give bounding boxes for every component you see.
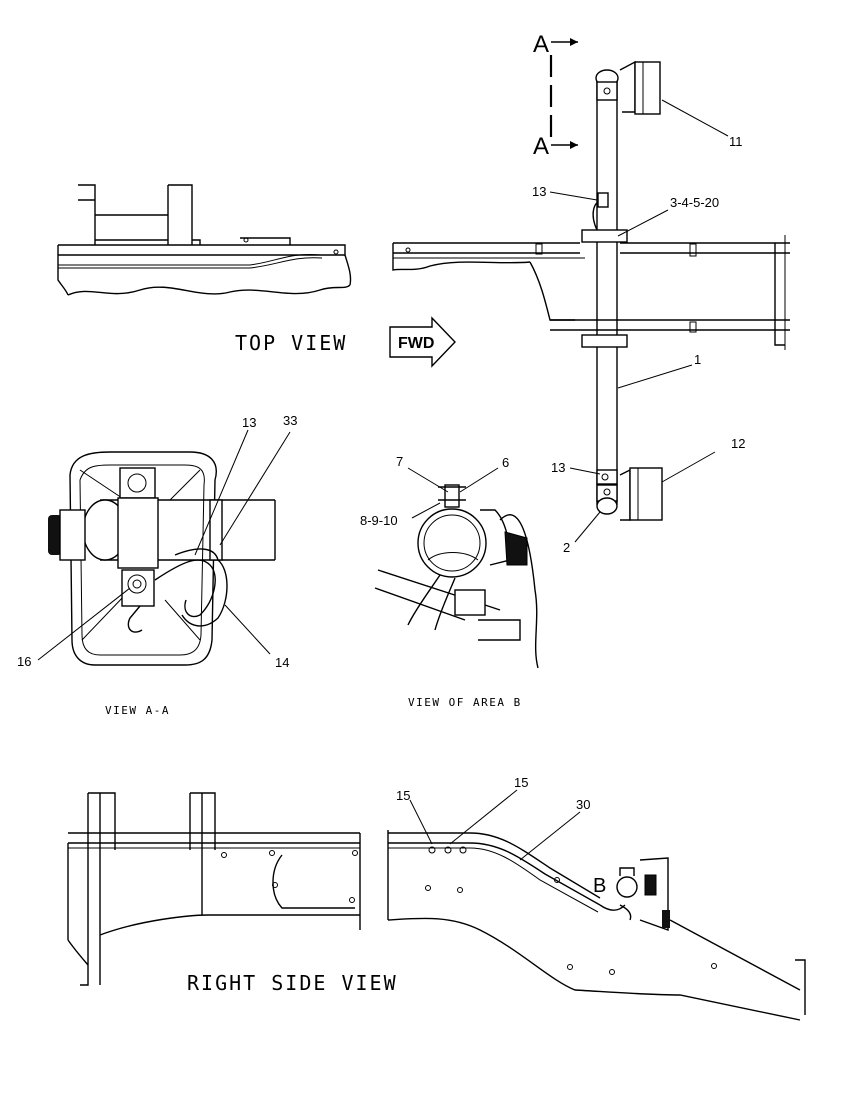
top-view-right-drawing xyxy=(392,38,790,521)
right-side-view-left-drawing xyxy=(67,792,361,986)
view-area-b-title: VIEW OF AREA B xyxy=(408,696,522,709)
callout-1: 1 xyxy=(694,352,701,367)
top-view-title: TOP VIEW xyxy=(235,331,347,355)
section-a-top: A xyxy=(533,31,549,58)
callout-30: 30 xyxy=(576,797,590,812)
view-aa-drawing xyxy=(48,451,276,666)
view-area-b-drawing xyxy=(374,484,539,669)
callout-13-top: 13 xyxy=(532,184,546,199)
callout-13-bottom: 13 xyxy=(551,460,565,475)
leader-lines-top xyxy=(549,99,729,543)
callout-15-right: 15 xyxy=(514,775,528,790)
callout-13-aa: 13 xyxy=(242,415,256,430)
callout-16: 16 xyxy=(17,654,31,669)
callout-6: 6 xyxy=(502,455,509,470)
leader-lines-b xyxy=(407,467,499,519)
callout-33: 33 xyxy=(283,413,297,428)
callout-2: 2 xyxy=(563,540,570,555)
right-side-view-right-drawing xyxy=(387,830,806,1021)
callout-14: 14 xyxy=(275,655,289,670)
callout-7: 7 xyxy=(396,454,403,469)
callout-11: 11 xyxy=(729,134,743,149)
fwd-label: FWD xyxy=(398,335,434,352)
top-view-left-drawing xyxy=(57,184,352,296)
callout-12: 12 xyxy=(731,436,745,451)
callout-15-left: 15 xyxy=(396,788,410,803)
right-side-view-title: RIGHT SIDE VIEW xyxy=(187,971,398,995)
leader-lines-aa xyxy=(37,429,291,661)
callout-8-9-10: 8-9-10 xyxy=(360,513,398,528)
view-aa-title: VIEW A-A xyxy=(105,704,170,717)
callout-3-4-5-20: 3-4-5-20 xyxy=(670,195,719,210)
leader-lines-rsv xyxy=(409,789,581,861)
section-b-marker: B xyxy=(593,875,606,897)
section-a-bottom: A xyxy=(533,133,549,160)
fwd-arrow-icon: FWD xyxy=(389,316,456,368)
